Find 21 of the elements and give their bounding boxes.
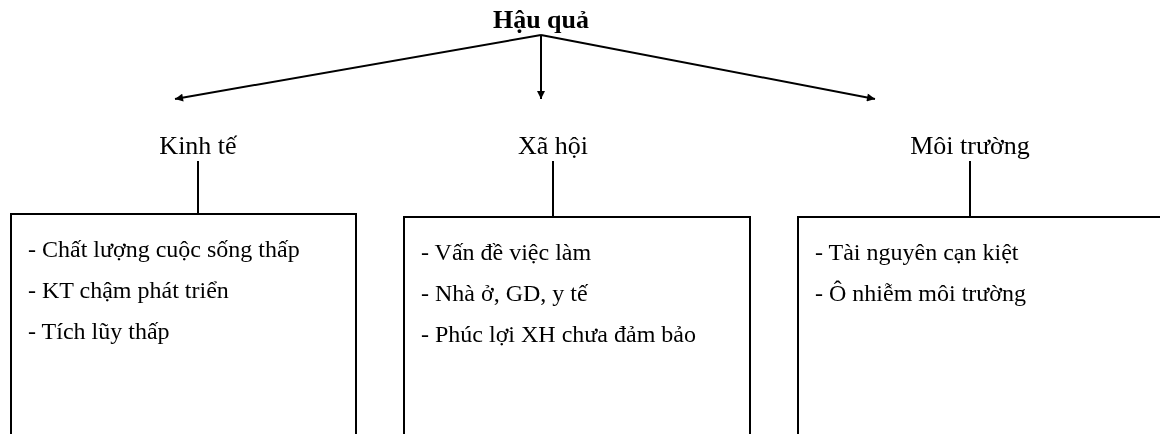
- arrow: [174, 34, 542, 102]
- category-label: Kinh tế: [158, 131, 238, 161]
- list-item: - Phúc lợi XH chưa đảm bảo: [421, 320, 697, 349]
- connector-line: [969, 160, 971, 217]
- list-item: - Tích lũy thấp: [28, 317, 171, 346]
- category-label: Xã hội: [516, 131, 589, 161]
- list-item: - Vấn đề việc làm: [421, 238, 593, 267]
- arrow: [540, 34, 876, 102]
- connector-line: [197, 160, 199, 214]
- list-item: - Tài nguyên cạn kiệt: [815, 238, 1020, 267]
- list-item: - Nhà ở, GD, y tế: [421, 279, 589, 308]
- heading-text: Hậu quả: [491, 5, 591, 35]
- list-box: [10, 213, 357, 434]
- list-box: [797, 216, 1160, 434]
- list-item: - Ô nhiễm môi trường: [815, 279, 1027, 308]
- category-label: Môi trường: [909, 131, 1031, 161]
- list-item: - Chất lượng cuộc sống thấp: [28, 235, 301, 264]
- connector-line: [552, 160, 554, 217]
- list-item: - KT chậm phát triển: [28, 276, 230, 305]
- arrow: [537, 34, 545, 100]
- list-box: [403, 216, 751, 434]
